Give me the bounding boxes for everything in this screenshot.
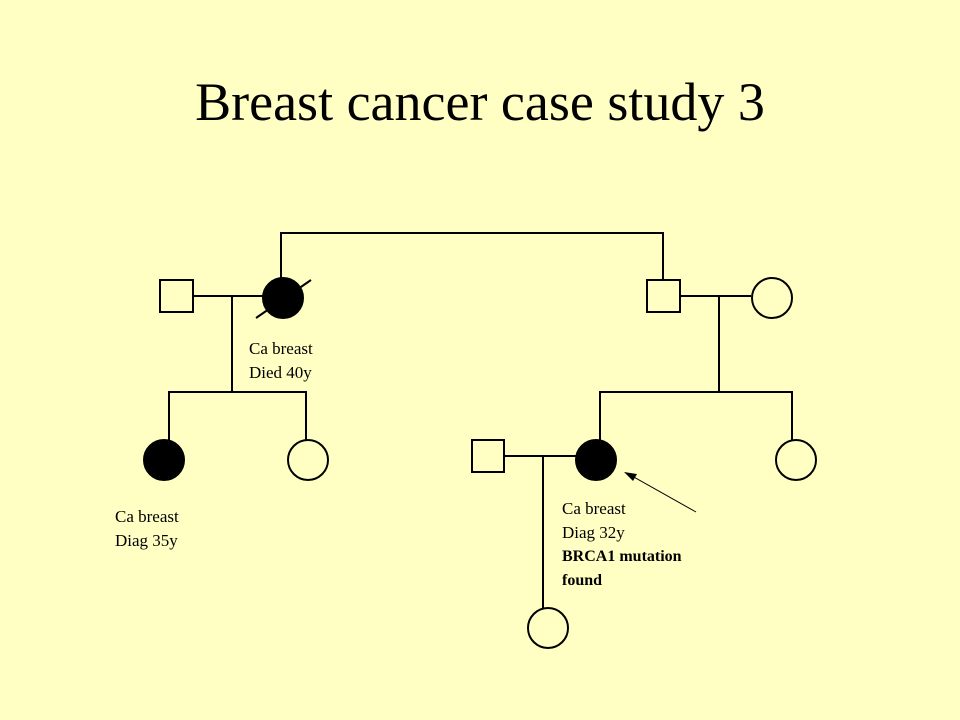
male-symbol-gen1-right <box>646 279 681 313</box>
proband-note-line3: BRCA1 mutation <box>562 548 682 565</box>
slide-title: Breast cancer case study 3 <box>195 72 765 132</box>
female-symbol-gen1-right <box>751 277 793 319</box>
female-symbol-gen3 <box>527 607 569 649</box>
affected-female-note-line1: Ca breast <box>115 507 179 526</box>
sibship-line-right <box>599 391 793 440</box>
sibship-line-left <box>168 391 307 440</box>
grandmother-note: Ca breast Died 40y <box>249 337 313 385</box>
female-symbol-affected-gen2-left <box>143 439 185 481</box>
female-symbol-gen2-right <box>775 439 817 481</box>
affected-female-note: Ca breast Diag 35y <box>115 505 179 553</box>
sibship-line-top <box>280 232 664 280</box>
male-symbol-gen1-left <box>159 279 194 313</box>
proband-note-line4: found <box>562 572 603 589</box>
proband-arrow-line <box>631 475 697 513</box>
grandmother-note-line1: Ca breast <box>249 339 313 358</box>
proband-note: Ca breast Diag 32y BRCA1 mutation found <box>562 497 682 593</box>
proband-arrow-head <box>624 472 637 481</box>
grandmother-note-line2: Died 40y <box>249 363 312 382</box>
female-symbol-proband <box>575 439 617 481</box>
female-symbol-gen2-left <box>287 439 329 481</box>
male-symbol-spouse <box>471 439 505 473</box>
deceased-slash <box>255 279 312 319</box>
affected-female-note-line2: Diag 35y <box>115 531 178 550</box>
proband-note-line2: Diag 32y <box>562 523 625 542</box>
proband-note-line1: Ca breast <box>562 499 626 518</box>
female-symbol-affected-deceased <box>262 277 304 319</box>
